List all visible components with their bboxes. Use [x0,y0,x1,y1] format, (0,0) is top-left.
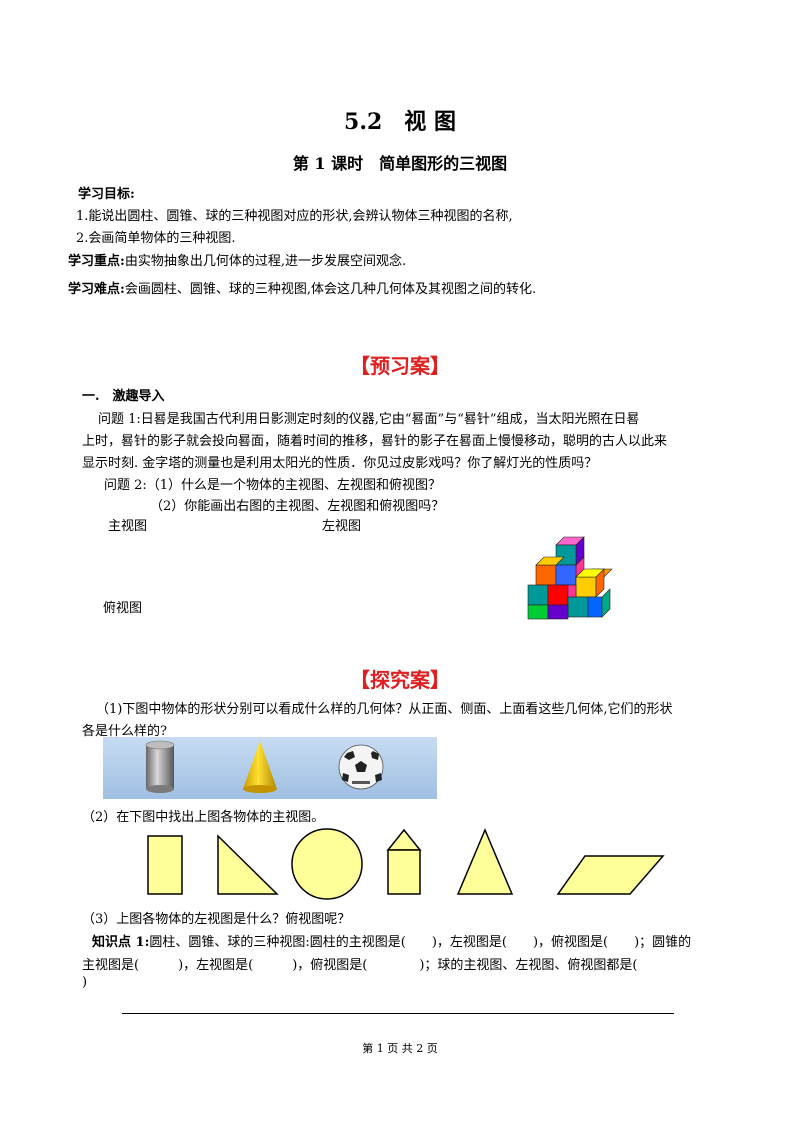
knowledge-point-line-3: ) [82,975,88,990]
knowledge-point-text-1: 圆柱、圆锥、球的三种视图:圆柱的主视图是( )，左视图是( )，俯视图是( )；… [149,935,692,950]
candidate-shapes [147,828,665,900]
explore-section-title: 【探究案】 [350,668,450,692]
knowledge-point-line-1: 知识点 1:圆柱、圆锥、球的三种视图:圆柱的主视图是( )，左视图是( )，俯视… [92,931,691,950]
question2-line-1: 问题 2:（1）什么是一个物体的主视图、左视图和俯视图？ [104,478,442,493]
objects-photo [103,737,437,799]
top-view-label: 俯视图 [103,601,143,616]
front-view-label: 主视图 [108,519,148,534]
soccer-ball-image [338,744,384,790]
question1-line-2: 上时，晷针的影子就会投向晷面，随着时间的推移，晷针的影子在晷面上慢慢移动，聪明的… [82,434,668,449]
question2-line-2: （2）你能画出右图的主视图、左视图和俯视图吗？ [150,499,445,514]
difficulty-label: 学习难点: [68,282,125,297]
knowledge-point-label: 知识点 1: [92,935,150,950]
question1-line-1: 问题 1:日晷是我国古代利用日影测定时刻的仪器,它由“晷面”与“晷针”组成，当太… [98,412,640,427]
page-number: 第 1 页 共 2 页 [362,1042,438,1055]
question1-line-3: 显示时刻. 金字塔的测量也是利用太阳光的性质．你见过皮影戏吗？你了解灯光的性质吗… [82,456,598,471]
footer-divider [122,1013,674,1014]
explore-q1-line-1: （1)下图中物体的形状分别可以看成什么样的几何体？从正面、侧面、上面看这些几何体… [96,702,673,717]
cube-stack-figure [527,536,613,620]
knowledge-point-line-2: 主视图是( )，左视图是( )，俯视图是( )；球的主视图、左视图、俯视图都是( [82,958,638,973]
rectangle-shape [147,835,183,895]
difficulty-line: 学习难点:会画圆柱、圆锥、球的三种视图,体会这几种几何体及其视图之间的转化. [68,278,536,297]
objectives-heading: 学习目标: [78,187,135,202]
objective-item-1: 1.能说出圆柱、圆锥、球的三种视图对应的形状,会辨认物体三种视图的名称, [76,209,513,224]
circle-shape [291,828,363,900]
key-point-label: 学习重点: [68,254,125,269]
parallelogram-shape [556,855,665,895]
left-view-label: 左视图 [322,519,362,534]
key-point-text: 由实物抽象出几何体的过程,进一步发展空间观念. [124,254,407,269]
house-shape-triangle [386,828,422,851]
lesson-subtitle: 第 1 课时 简单图形的三视图 [292,154,508,173]
cone-image [243,741,277,793]
explore-q2: （2）在下图中找出上图各物体的主视图。 [82,810,325,825]
explore-q1-line-2: 各是什么样的? [82,724,167,739]
key-point-line: 学习重点:由实物抽象出几何体的过程,进一步发展空间观念. [68,250,406,269]
difficulty-text: 会画圆柱、圆锥、球的三种视图,体会这几种几何体及其视图之间的转化. [124,282,537,297]
intro-heading: 一. 激趣导入 [82,389,165,404]
cylinder-image [145,740,175,793]
page-title: 5.2 视 图 [344,109,456,135]
explore-q3: （3）上图各物体的左视图是什么？俯视图呢？ [82,912,351,927]
right-triangle-shape [217,834,279,895]
isosceles-triangle-shape [456,828,514,895]
house-shape-rectangle [387,849,421,895]
preview-section-title: 【预习案】 [350,354,450,378]
objective-item-2: 2.会画简单物体的三种视图. [76,231,236,246]
